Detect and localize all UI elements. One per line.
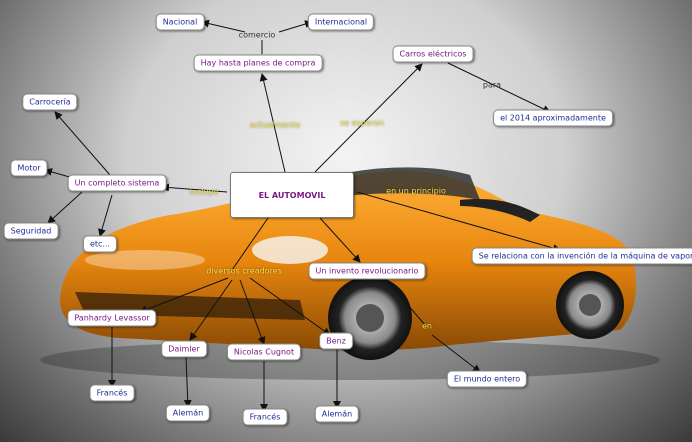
label-comercio: comercio bbox=[238, 30, 276, 40]
label-incluye: incluye bbox=[189, 187, 219, 197]
node-panhardy-levassor[interactable]: Panhardy Levassor bbox=[67, 309, 157, 327]
node-benz[interactable]: Benz bbox=[319, 332, 353, 350]
label-en: en bbox=[422, 321, 432, 331]
node-aleman-1[interactable]: Alemán bbox=[165, 404, 211, 422]
node-el-automovil[interactable]: EL AUTOMOVIL bbox=[230, 172, 354, 218]
node-completo-sistema[interactable]: Un completo sistema bbox=[67, 174, 167, 192]
node-carroceria[interactable]: Carrocería bbox=[22, 93, 78, 111]
node-carros-electricos[interactable]: Carros eléctricos bbox=[392, 45, 474, 63]
node-aleman-2[interactable]: Alemán bbox=[314, 405, 360, 423]
label-para: para bbox=[482, 80, 502, 90]
node-daimler[interactable]: Daimler bbox=[161, 340, 207, 358]
node-mundo-entero[interactable]: El mundo entero bbox=[446, 370, 528, 388]
label-actualmente: actualmente bbox=[249, 120, 301, 130]
label-se-esperan: se esperan bbox=[340, 118, 384, 128]
node-maquina-vapor[interactable]: Se relaciona con la invención de la máqu… bbox=[471, 247, 692, 265]
node-planes-compra[interactable]: Hay hasta planes de compra bbox=[193, 54, 323, 72]
node-etc[interactable]: etc... bbox=[82, 235, 118, 253]
node-motor[interactable]: Motor bbox=[10, 159, 48, 177]
node-frances-1[interactable]: Francés bbox=[89, 384, 135, 402]
label-diversos-creadores: diversos creadores bbox=[206, 266, 282, 276]
node-seguridad[interactable]: Seguridad bbox=[3, 222, 59, 240]
node-invento-revolucionario[interactable]: Un invento revolucionario bbox=[308, 262, 426, 280]
node-nicolas-cugnot[interactable]: Nicolas Cugnot bbox=[226, 343, 302, 361]
node-2014[interactable]: el 2014 aproximadamente bbox=[493, 109, 613, 127]
label-en-un-principio: en un principio bbox=[386, 186, 446, 196]
node-internacional[interactable]: Internacional bbox=[307, 13, 375, 31]
node-frances-2[interactable]: Francés bbox=[242, 408, 288, 426]
node-nacional[interactable]: Nacional bbox=[155, 13, 205, 31]
